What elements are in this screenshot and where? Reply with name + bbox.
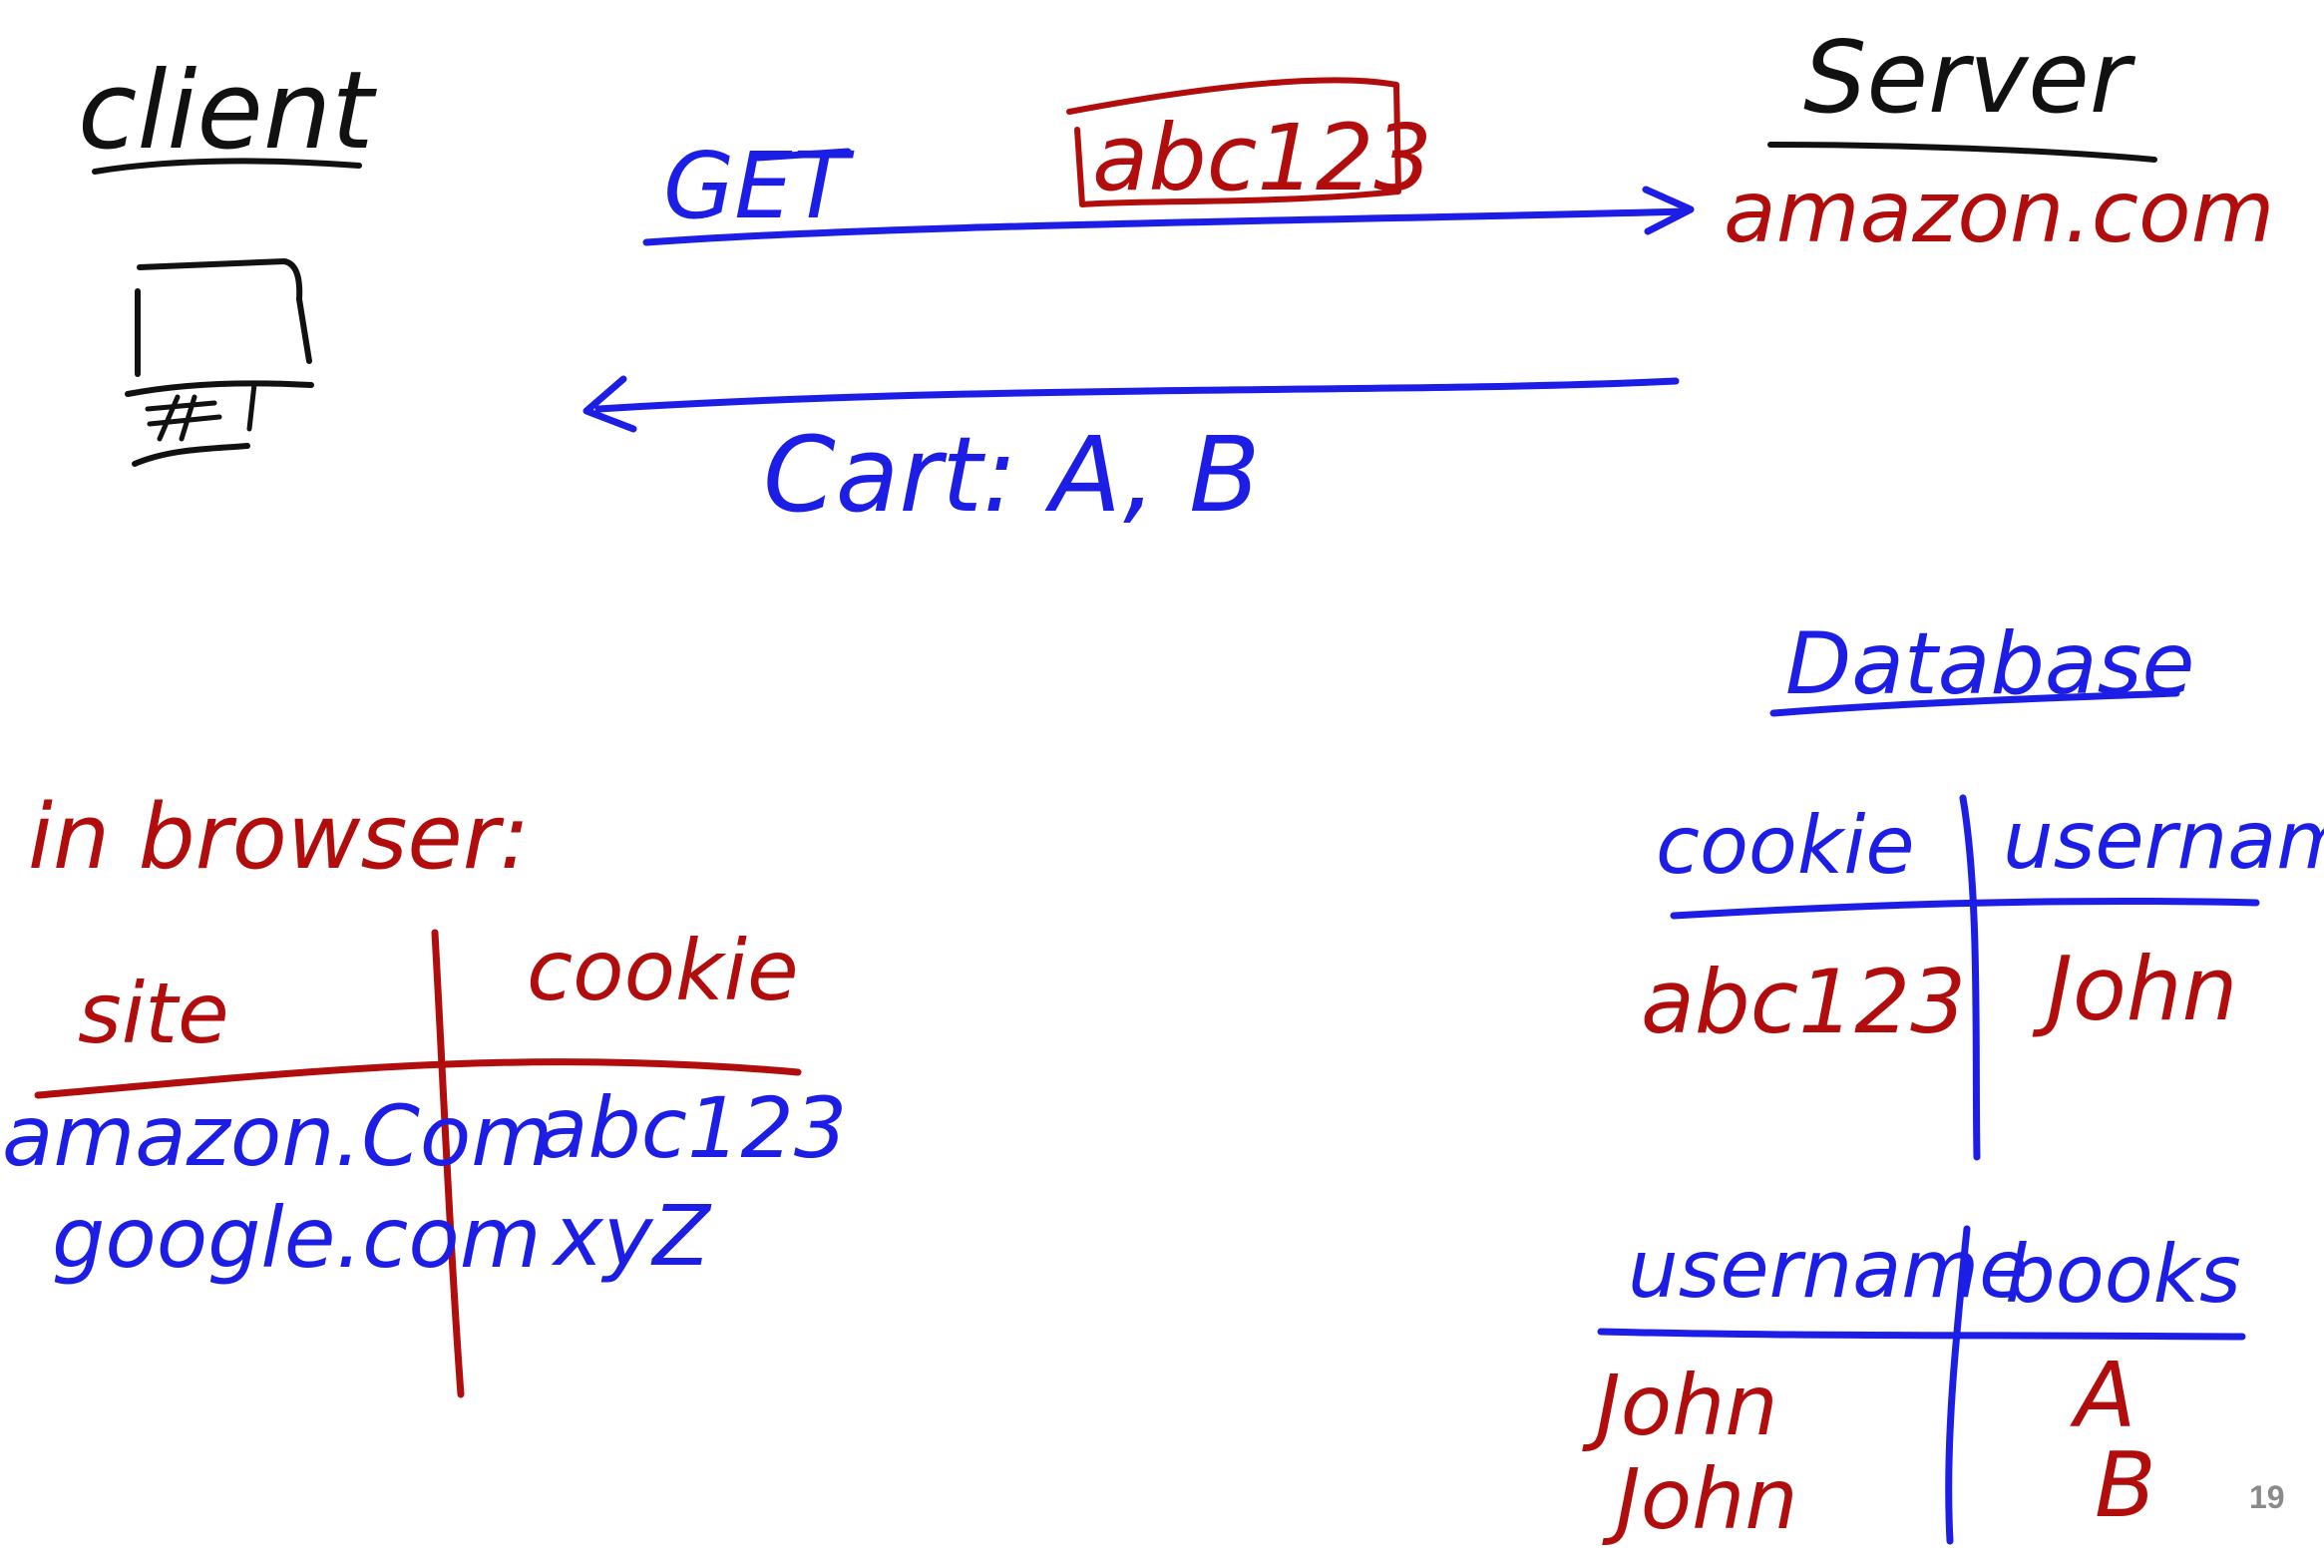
- database-section: Database cookie username abc123 John use…: [1582, 614, 2324, 1548]
- client-label: client: [78, 49, 377, 174]
- db-cookies-header-rule: [1670, 897, 2260, 920]
- browser-row-cookie: xyZ: [551, 1187, 712, 1285]
- db-books-row-books: A: [2070, 1344, 2136, 1448]
- db-books-divider: [1945, 1225, 1971, 1545]
- server-host: amazon.com: [1724, 163, 2274, 262]
- response-arrow-head: [582, 375, 637, 433]
- request-method-overline: [754, 148, 852, 162]
- browser-col-header: site: [78, 965, 229, 1062]
- database-underline: [1769, 689, 2180, 717]
- db-cookies-divider: [1959, 794, 1981, 1161]
- response-arrow: [594, 377, 1680, 413]
- request-arrow-group: GET abc123: [642, 77, 1695, 246]
- browser-header-rule: [34, 1058, 802, 1099]
- db-cookies-col-header: cookie: [1656, 799, 1915, 892]
- request-arrow: [642, 207, 1690, 246]
- browser-row-site: amazon.Com: [2, 1087, 553, 1185]
- page-number: 19: [2249, 1479, 2285, 1515]
- browser-row-cookie: abc123: [537, 1079, 847, 1177]
- db-books-header-rule: [1597, 1328, 2246, 1341]
- server-label: Server: [1803, 19, 2136, 136]
- client-underline: [92, 158, 362, 175]
- db-cookies-col-header: username: [2003, 794, 2324, 887]
- response-body: Cart: A, B: [763, 414, 1261, 536]
- db-cookies-row-username: John: [2032, 938, 2237, 1040]
- db-cookies-row-cookie: abc123: [1641, 951, 1966, 1053]
- request-cookie-box: [1066, 77, 1401, 207]
- request-cookie: abc123: [1092, 105, 1432, 211]
- browser-col-header: cookie: [527, 922, 799, 1019]
- db-books-row-username: John: [1582, 1357, 1778, 1454]
- laptop-icon: [125, 258, 314, 467]
- browser-column-divider: [431, 929, 465, 1398]
- browser-heading: in browser:: [28, 785, 530, 890]
- browser-cookie-table: in browser: site cookie amazon.Com abc12…: [2, 785, 847, 1398]
- db-books-row-username: John: [1602, 1450, 1798, 1548]
- response-arrow-group: Cart: A, B: [582, 375, 1680, 536]
- db-cookies-table: cookie username abc123 John: [1641, 794, 2324, 1161]
- client-section: client: [78, 49, 377, 467]
- db-books-col-header: books: [2005, 1228, 2241, 1321]
- db-books-row-books: B: [2095, 1433, 2156, 1538]
- request-method: GET: [663, 133, 855, 239]
- browser-row-site: google.com: [52, 1189, 542, 1287]
- request-arrow-head: [1642, 186, 1695, 235]
- server-section: Server amazon.com: [1724, 19, 2274, 262]
- server-underline: [1767, 142, 2157, 163]
- db-books-table: username books John A John B: [1582, 1223, 2246, 1548]
